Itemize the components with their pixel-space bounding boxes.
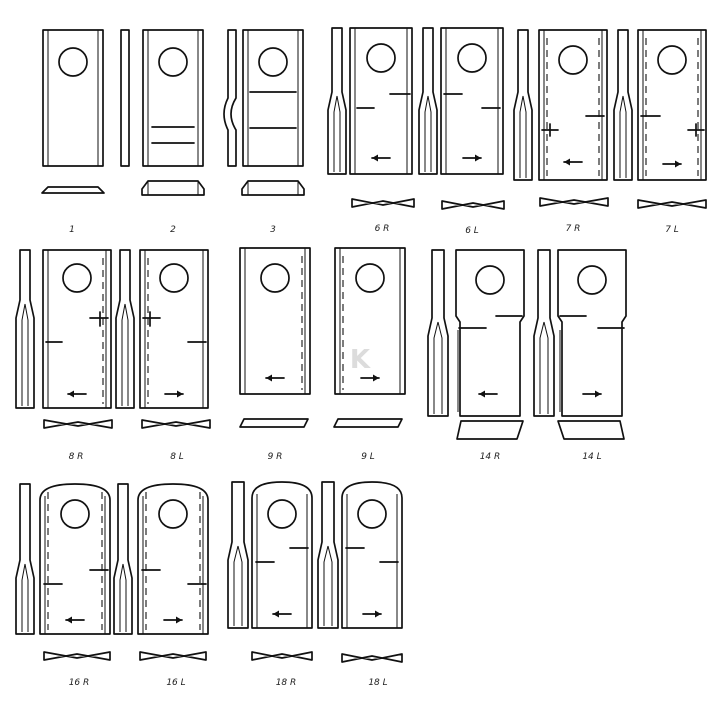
blade-label: 9 L (361, 452, 375, 462)
blade-edge-view (637, 199, 707, 209)
blade-edge-view (557, 420, 625, 440)
arrow-right-icon (582, 390, 602, 398)
blade-6l (418, 27, 505, 210)
watermark-logo: K (350, 345, 371, 375)
blade-8l (115, 249, 211, 429)
bolt-hole (267, 499, 297, 529)
side-profile (15, 249, 35, 409)
blade-label: 16 L (166, 678, 185, 688)
blade-edge-view (251, 651, 313, 661)
side-profile (513, 29, 533, 181)
bolt-hole (558, 45, 588, 75)
arrow-left-icon (478, 390, 498, 398)
arrow-right-icon (662, 160, 682, 168)
blade-label: 14 R (480, 452, 501, 462)
bolt-hole (58, 47, 88, 77)
side-profile (317, 481, 339, 629)
blade-2 (120, 29, 205, 196)
blade-label: 9 R (268, 452, 283, 462)
blade-16l (113, 483, 209, 661)
side-profile (427, 249, 449, 417)
side-profile (418, 27, 438, 175)
blade-edge-view (539, 197, 609, 207)
side-profile (115, 249, 135, 409)
arrow-left-icon (371, 154, 391, 162)
blade-label: 1 (69, 225, 75, 235)
blade-14r (427, 249, 525, 440)
blade-edge-view (351, 198, 415, 208)
bolt-hole (60, 499, 90, 529)
blade-edge-view (333, 418, 403, 428)
blade-18r (227, 481, 313, 661)
bolt-hole (159, 263, 189, 293)
blade-drawings (15, 27, 707, 663)
side-profile (227, 481, 249, 629)
blade-7l (613, 29, 707, 209)
arrow-left-icon (563, 158, 583, 166)
side-profile (15, 483, 35, 635)
blade-8r (15, 249, 113, 429)
blade-edge-view (141, 180, 205, 196)
blade-9l (333, 247, 406, 428)
arrow-right-icon (163, 616, 183, 624)
arrow-left-icon (265, 374, 285, 382)
arrow-left-icon (67, 390, 87, 398)
blade-6r (327, 27, 415, 208)
bolt-hole (158, 499, 188, 529)
blade-label: 6 L (465, 226, 479, 236)
blade-edge-view (341, 653, 403, 663)
bolt-hole (457, 43, 487, 73)
arrow-left-icon (65, 616, 85, 624)
bolt-hole (577, 265, 607, 295)
blade-label: 8 R (69, 452, 84, 462)
blade-label: 8 L (170, 452, 184, 462)
bolt-hole (355, 263, 385, 293)
side-profile (113, 483, 133, 635)
blade-edge-view (141, 419, 211, 429)
arrow-right-icon (362, 610, 382, 618)
blade-edge-view (43, 419, 113, 429)
blade-18l (317, 481, 403, 663)
bolt-hole (258, 47, 288, 77)
blade-edge-view (456, 420, 524, 440)
blade-label: 6 R (375, 224, 390, 234)
blade-label: 14 L (582, 452, 601, 462)
blade-label: 16 R (69, 678, 90, 688)
blade-16r (15, 483, 111, 661)
blade-edge-view (241, 180, 305, 196)
blade-label: 3 (270, 225, 276, 235)
blade-label: 7 R (566, 224, 581, 234)
blade-edge-view (139, 651, 207, 661)
arrow-right-icon (164, 390, 184, 398)
blade-edge-view (41, 186, 105, 194)
blade-14l (533, 249, 627, 440)
blade-label: 18 R (276, 678, 297, 688)
bolt-hole (62, 263, 92, 293)
blade-1 (41, 29, 105, 194)
bolt-hole (158, 47, 188, 77)
blade-label: 18 L (368, 678, 387, 688)
blade-9r (239, 247, 311, 428)
bolt-hole (475, 265, 505, 295)
arrow-left-icon (272, 610, 292, 618)
blade-edge-view (239, 418, 309, 428)
side-profile (327, 27, 347, 175)
blade-3 (223, 29, 305, 196)
bolt-hole (366, 43, 396, 73)
bolt-hole (260, 263, 290, 293)
blade-label: 2 (170, 225, 176, 235)
blade-7r (513, 29, 609, 207)
arrow-right-icon (360, 374, 380, 382)
bolt-hole (657, 45, 687, 75)
blade-label: 7 L (665, 225, 679, 235)
blade-edge-view (43, 651, 111, 661)
side-profile (533, 249, 555, 417)
bolt-hole (357, 499, 387, 529)
side-profile (613, 29, 633, 181)
blade-labels: 1 2 3 6 R 6 L 7 R 7 L 8 R 8 L 9 R 9 L 14 R 14 L 16 R 1… (69, 224, 679, 688)
side-profile (120, 29, 130, 167)
arrow-right-icon (462, 154, 482, 162)
blade-edge-view (441, 200, 505, 210)
